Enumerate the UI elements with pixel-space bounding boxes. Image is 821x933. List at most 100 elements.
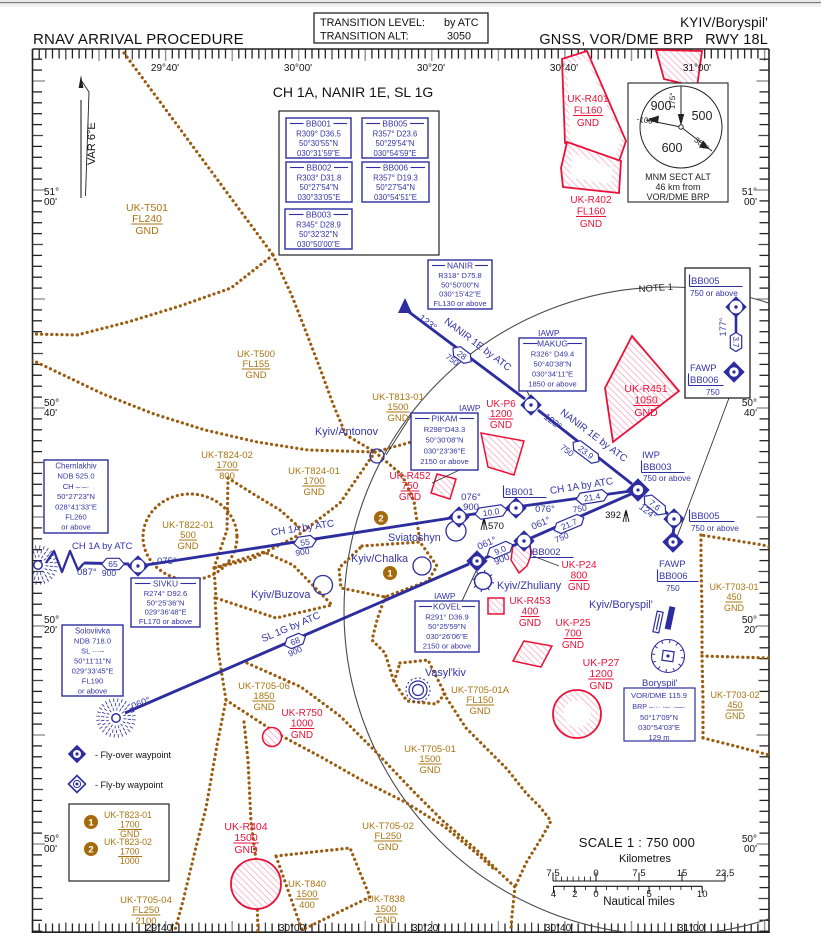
svg-text:1: 1	[387, 568, 393, 579]
svg-text:750: 750	[666, 584, 680, 593]
svg-text:900: 900	[295, 546, 311, 558]
svg-text:1000: 1000	[291, 719, 314, 730]
svg-text:40': 40'	[744, 408, 757, 419]
svg-text:00': 00'	[44, 197, 57, 208]
svg-text:Kyiv/Boryspil': Kyiv/Boryspil'	[589, 599, 653, 611]
svg-text:51°: 51°	[44, 187, 59, 198]
svg-text:400: 400	[299, 900, 315, 911]
svg-text:UK-T703-02: UK-T703-02	[710, 690, 759, 700]
svg-text:076°: 076°	[535, 504, 555, 515]
svg-text:500: 500	[180, 530, 196, 541]
svg-text:900: 900	[651, 99, 672, 113]
svg-text:FL160: FL160	[577, 207, 606, 218]
svg-text:1500: 1500	[387, 402, 408, 413]
svg-text:1700: 1700	[303, 476, 324, 487]
svg-text:50°32'32"N: 50°32'32"N	[299, 230, 338, 239]
svg-text:IAWP: IAWP	[459, 403, 481, 413]
svg-text:UK-P6: UK-P6	[486, 399, 516, 410]
svg-text:30°40': 30°40'	[550, 63, 578, 74]
svg-text:GND: GND	[577, 118, 599, 129]
svg-text:30°00': 30°00'	[279, 923, 307, 933]
svg-text:GND: GND	[469, 706, 490, 717]
svg-text:GND: GND	[177, 541, 198, 552]
svg-text:Nautical miles: Nautical miles	[603, 896, 675, 908]
svg-text:UK-T823-02: UK-T823-02	[104, 837, 152, 847]
svg-text:FL240: FL240	[132, 213, 162, 225]
svg-text:NDB 525.0: NDB 525.0	[57, 472, 94, 481]
svg-text:1: 1	[88, 817, 94, 828]
svg-text:UK-T705-06: UK-T705-06	[238, 681, 290, 692]
svg-text:29°40': 29°40'	[146, 923, 174, 933]
svg-text:Kyiv/Zhuliany: Kyiv/Zhuliany	[497, 580, 562, 592]
svg-text:10: 10	[697, 889, 708, 900]
svg-text:NANIR: NANIR	[447, 261, 473, 271]
svg-text:R357° D19.3: R357° D19.3	[373, 173, 418, 182]
svg-text:SL ···‒: SL ···‒	[81, 647, 105, 656]
svg-text:R303° D31.8: R303° D31.8	[297, 173, 342, 182]
svg-text:-100°: -100°	[636, 115, 656, 127]
svg-text:570: 570	[488, 521, 504, 532]
svg-text:030°26'06"E: 030°26'06"E	[426, 632, 468, 641]
svg-text:750 or above: 750 or above	[691, 524, 739, 533]
svg-text:1850 or above: 1850 or above	[528, 380, 577, 389]
svg-text:177°: 177°	[718, 317, 728, 336]
svg-text:GND: GND	[253, 702, 274, 713]
svg-text:50°: 50°	[742, 398, 757, 409]
svg-text:GND: GND	[568, 582, 590, 593]
svg-text:CH 1A, NANIR 1E, SL 1G: CH 1A, NANIR 1E, SL 1G	[273, 84, 434, 100]
svg-text:50°30'08"N: 50°30'08"N	[425, 436, 463, 445]
svg-text:392: 392	[605, 510, 621, 521]
svg-text:500: 500	[692, 109, 713, 123]
svg-text:3.7: 3.7	[731, 336, 740, 348]
svg-text:Sviatoshyn: Sviatoshyn	[388, 532, 441, 544]
svg-text:BB006: BB006	[690, 375, 719, 386]
svg-text:030°34'11"E: 030°34'11"E	[532, 370, 573, 379]
svg-text:R309° D36.5: R309° D36.5	[296, 129, 341, 138]
svg-text:Vasyl'kiv: Vasyl'kiv	[425, 667, 466, 679]
svg-text:50°: 50°	[44, 615, 59, 626]
svg-text:IAWP: IAWP	[434, 591, 456, 601]
svg-text:UK-T840: UK-T840	[288, 879, 326, 890]
svg-text:FL250: FL250	[133, 905, 160, 916]
svg-text:076°: 076°	[461, 492, 481, 503]
svg-text:65: 65	[108, 559, 118, 569]
svg-text:NOTE 1: NOTE 1	[638, 282, 673, 295]
svg-text:2: 2	[572, 889, 577, 900]
svg-text:- Fly-by waypoint: - Fly-by waypoint	[95, 780, 164, 790]
svg-text:FL170 or above: FL170 or above	[139, 617, 192, 626]
svg-text:30°40': 30°40'	[545, 923, 573, 933]
svg-text:R345° D28.9: R345° D28.9	[296, 220, 341, 229]
svg-text:UK-T703-01: UK-T703-01	[709, 582, 758, 592]
svg-text:3050: 3050	[447, 31, 471, 43]
svg-text:IAWP: IAWP	[538, 328, 560, 338]
svg-text:PIKAM: PIKAM	[431, 414, 457, 424]
svg-text:1500: 1500	[296, 889, 317, 900]
svg-text:900: 900	[102, 568, 116, 578]
svg-text:GND: GND	[724, 603, 745, 613]
svg-text:UK-R452: UK-R452	[389, 471, 431, 482]
svg-text:BB006: BB006	[383, 163, 408, 173]
svg-text:GND: GND	[120, 829, 140, 839]
svg-text:VAR 6°E: VAR 6°E	[86, 122, 98, 165]
svg-text:FL250: FL250	[375, 831, 402, 842]
svg-text:31°00': 31°00'	[683, 63, 711, 74]
svg-text:GND: GND	[303, 487, 324, 498]
svg-text:800: 800	[571, 571, 588, 582]
svg-text:030°50'00"E: 030°50'00"E	[297, 240, 340, 249]
svg-text:00': 00'	[744, 844, 757, 855]
svg-text:KOVEL: KOVEL	[433, 602, 461, 612]
svg-text:40': 40'	[44, 408, 57, 419]
svg-text:075°: 075°	[157, 556, 177, 567]
svg-text:GND: GND	[725, 711, 746, 721]
svg-text:MNM SECT ALT: MNM SECT ALT	[645, 172, 711, 182]
svg-text:R298°D43.3: R298°D43.3	[424, 425, 465, 434]
svg-text:400: 400	[522, 607, 539, 618]
svg-text:GND: GND	[135, 225, 159, 237]
svg-text:1500: 1500	[375, 904, 396, 915]
svg-text:Kyiv/Antonov: Kyiv/Antonov	[315, 426, 379, 438]
svg-text:1500: 1500	[419, 754, 440, 765]
svg-text:00': 00'	[744, 197, 757, 208]
svg-text:50°11'11"N: 50°11'11"N	[74, 657, 111, 666]
svg-text:1700: 1700	[120, 847, 140, 857]
svg-text:1850: 1850	[253, 691, 274, 702]
